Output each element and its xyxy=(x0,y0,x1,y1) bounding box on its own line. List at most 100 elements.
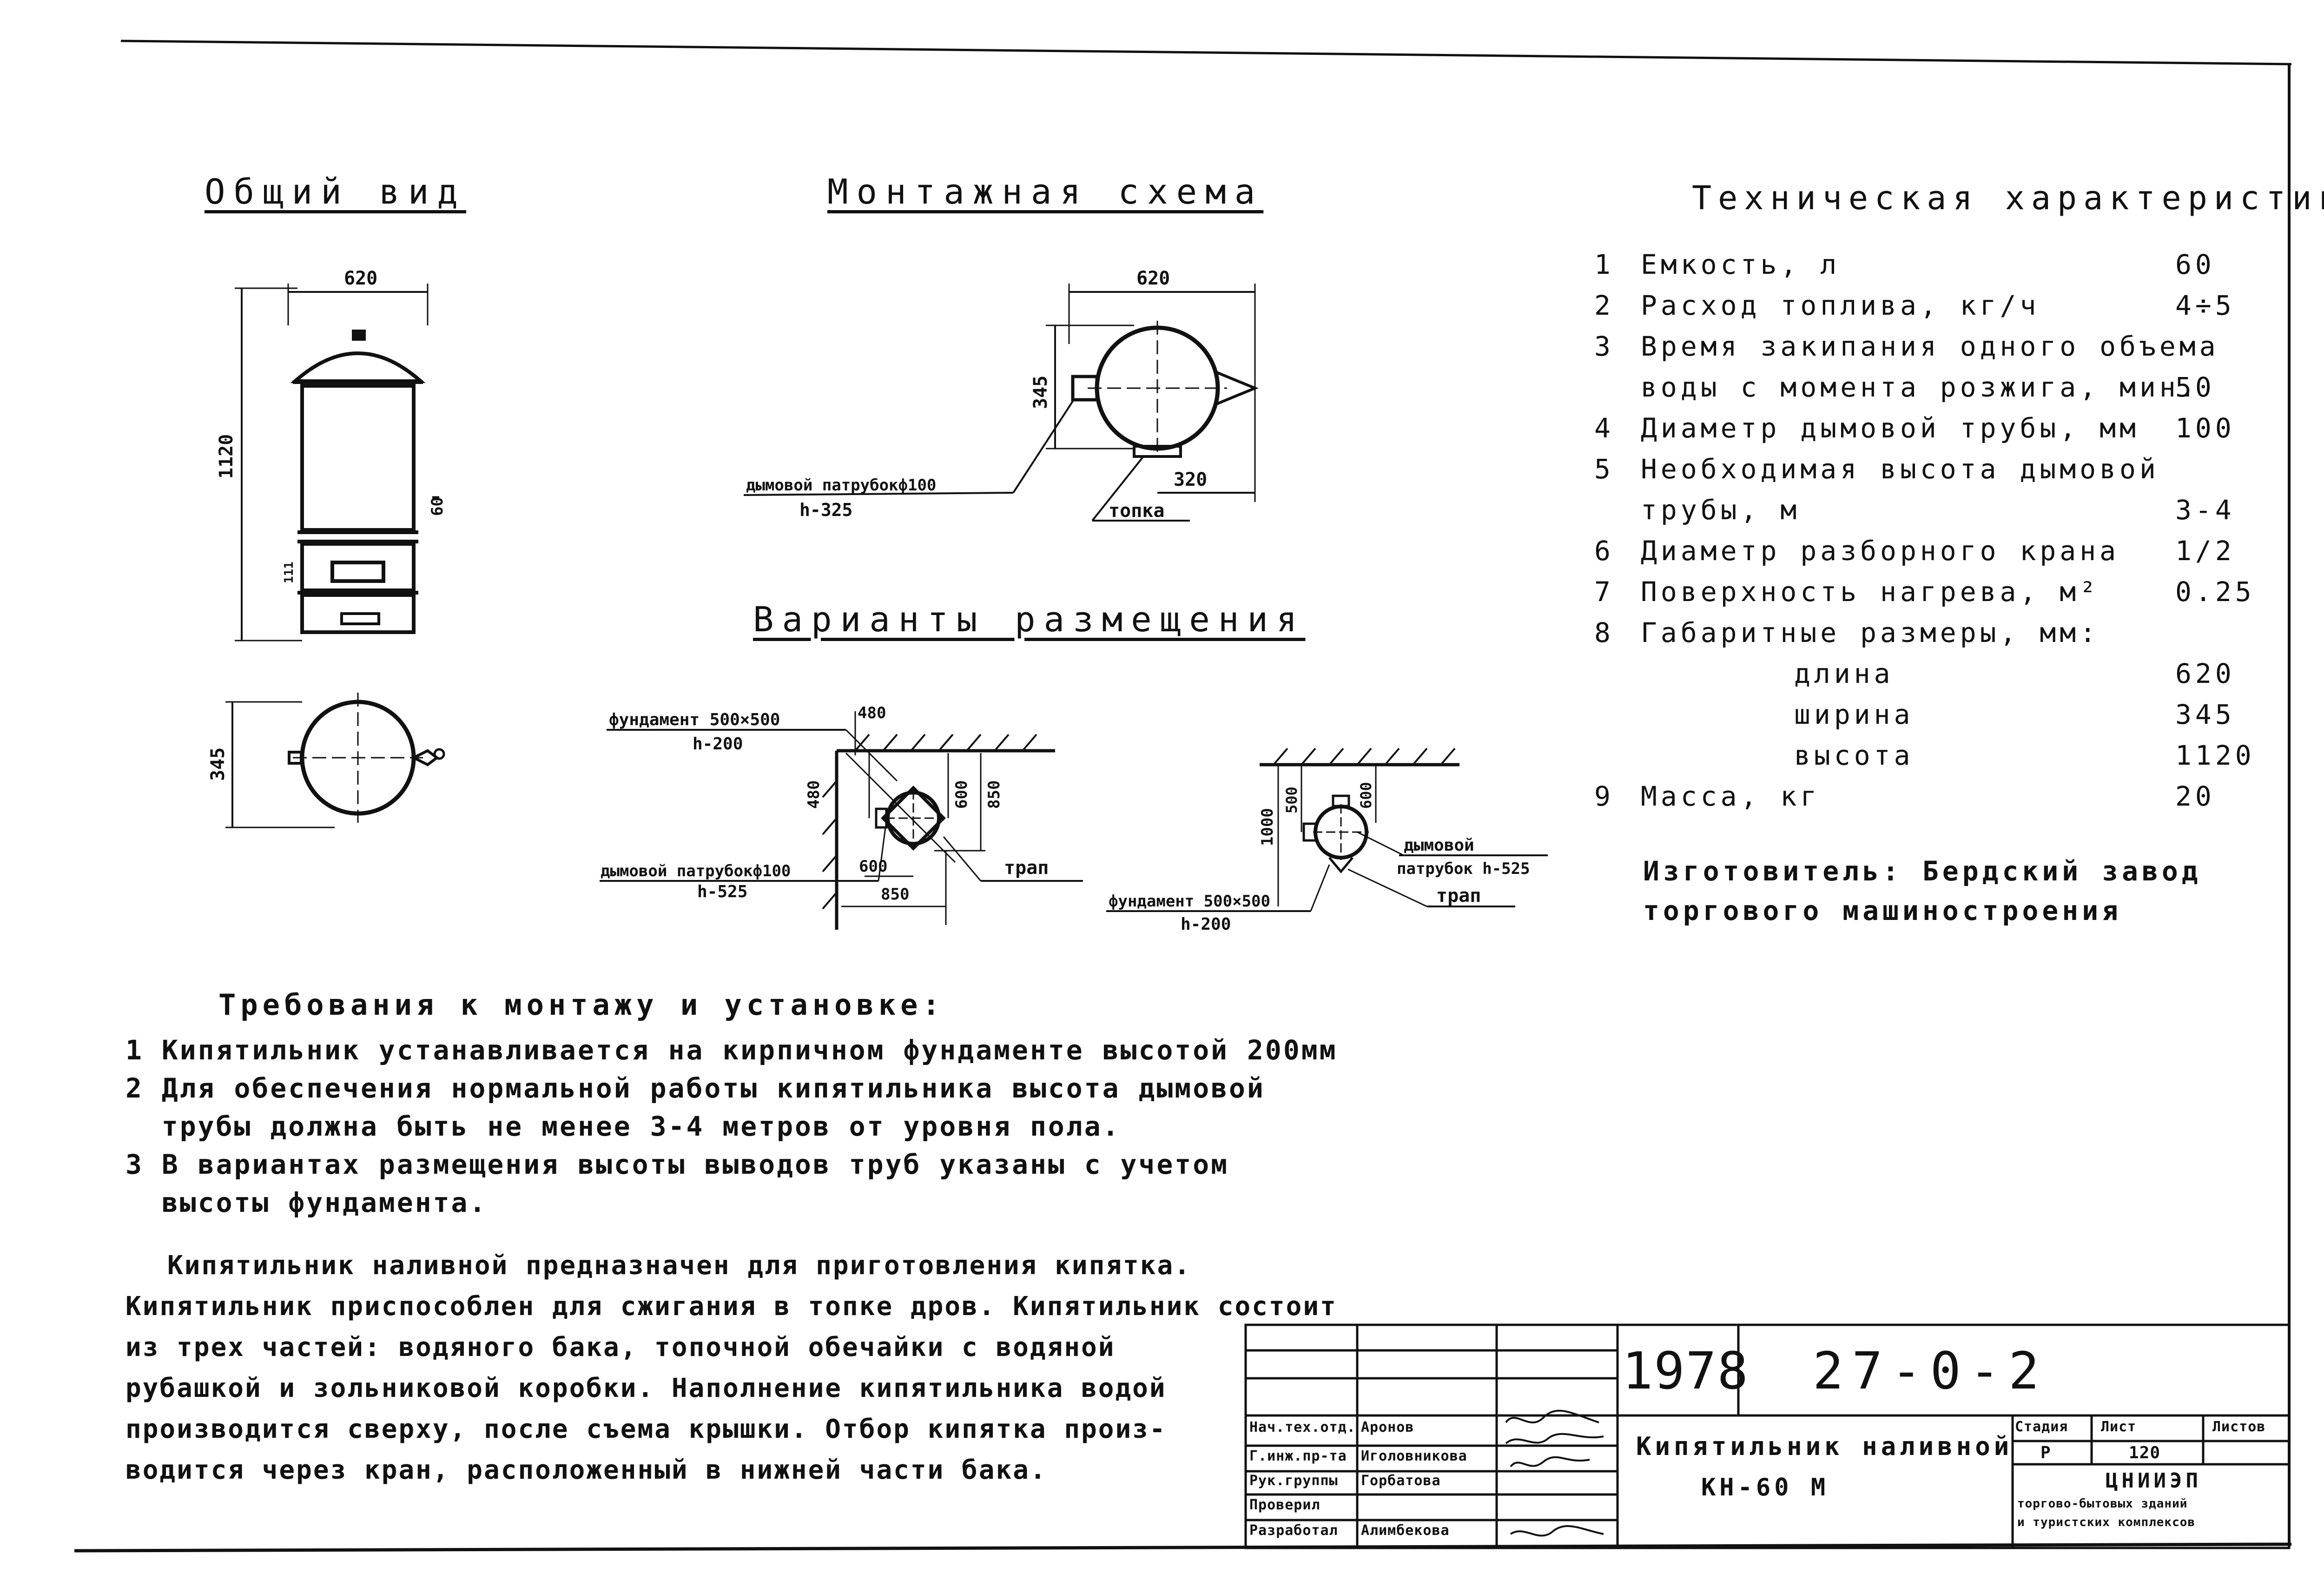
spec-value: 1120 xyxy=(2175,740,2255,771)
spec-label: Габаритные размеры, мм: xyxy=(1641,617,2100,648)
title-block-person: Иголовникова xyxy=(1361,1448,1467,1464)
spec-label: Диаметр разборного крана xyxy=(1641,535,2120,567)
requirement-line: трубы должна быть не менее 3-4 метров от… xyxy=(125,1111,1121,1142)
spec-value: 20 xyxy=(2175,780,2215,812)
title-block-person: Горбатова xyxy=(1361,1473,1441,1489)
ms-dim-offset: 320 xyxy=(1174,469,1207,490)
pv-left-smoke-pipe: дымовой патрубокф100 xyxy=(601,862,791,880)
title-block-sheet-label: Лист xyxy=(2101,1419,2137,1435)
title-general-view: Общий вид xyxy=(205,172,466,212)
spec-num: 3 xyxy=(1594,331,1614,362)
spec-value: 1/2 xyxy=(2175,535,2235,567)
ms-dim-width: 620 xyxy=(1136,268,1170,289)
pv-left-d850a: 850 xyxy=(985,780,1004,809)
requirement-line: высоты фундамента. xyxy=(125,1187,488,1218)
gv-dim-depth: 345 xyxy=(207,747,229,781)
requirement-line: 3 В вариантах размещения высоты выводов … xyxy=(125,1149,1229,1180)
title-placement-variants: Варианты размещения xyxy=(753,600,1306,640)
spec-label: Емкость, л xyxy=(1641,249,1841,280)
title-block-role: Нач.тех.отд. xyxy=(1249,1419,1356,1435)
title-block-year: 1978 xyxy=(1622,1341,1749,1401)
spec-label: Масса, кг xyxy=(1641,780,1821,812)
gv-dim-height: 1120 xyxy=(216,434,237,479)
pv-right-foundation-h: h-200 xyxy=(1181,915,1231,934)
pv-right-d1000: 1000 xyxy=(1258,808,1277,846)
title-block-sheets-label: Листов xyxy=(2212,1419,2266,1435)
spec-label: длина xyxy=(1794,658,1894,689)
pv-right-d600: 600 xyxy=(1357,782,1375,809)
spec-label: Время закипания одного объема xyxy=(1641,331,2219,362)
spec-value: 620 xyxy=(2175,658,2235,689)
title-block-stage-label: Стадия xyxy=(2015,1419,2068,1435)
ms-smoke-pipe: дымовой патрубокф100 xyxy=(746,476,936,495)
pv-left-foundation: фундамент 500×500 xyxy=(609,710,780,729)
description-line: рубашкой и зольниковой коробки. Наполнен… xyxy=(125,1373,1167,1403)
pv-right-smoke-pipe2: патрубок h-525 xyxy=(1397,860,1530,878)
title-block-stage: Р xyxy=(2040,1443,2051,1462)
requirements-title: Требования к монтажу и установке: xyxy=(218,988,944,1022)
title-tech-spec: Техническая характеристика xyxy=(1692,179,2324,217)
title-block-name: Кипятильник наливной xyxy=(1636,1432,2013,1461)
title-block-person: Алимбекова xyxy=(1361,1522,1450,1539)
spec-num: 5 xyxy=(1594,453,1614,485)
spec-value: 100 xyxy=(2175,412,2235,444)
title-block-code: 27-0-2 xyxy=(1813,1341,2048,1401)
spec-value: 345 xyxy=(2175,699,2235,730)
title-block-person: Аронов xyxy=(1361,1419,1414,1435)
pv-left-smoke-pipe-h: h-525 xyxy=(697,882,747,901)
spec-num: 1 xyxy=(1594,249,1614,280)
pv-left-d480b: 480 xyxy=(805,780,823,809)
pv-left-d600a: 600 xyxy=(952,780,971,809)
pv-right-d500: 500 xyxy=(1283,787,1301,813)
spec-label: воды с момента розжига, мин. xyxy=(1641,371,2199,403)
spec-num: 8 xyxy=(1594,617,1614,648)
title-block-role: Проверил xyxy=(1249,1497,1320,1513)
spec-num: 6 xyxy=(1594,535,1614,567)
spec-value: 4÷5 xyxy=(2175,290,2235,321)
description-line: Кипятильник приспособлен для сжигания в … xyxy=(125,1291,1337,1322)
ms-firebox: топка xyxy=(1109,500,1164,522)
title-block-org-1: ЦНИИЭП xyxy=(2106,1469,2202,1493)
pv-right-foundation: фундамент 500×500 xyxy=(1109,892,1270,911)
title-block-sheet: 120 xyxy=(2129,1443,2161,1462)
spec-value: 50 xyxy=(2175,371,2215,403)
spec-label: Расход топлива, кг/ч xyxy=(1641,290,2040,321)
description-line: из трех частей: водяного бака, топочной … xyxy=(125,1332,1116,1362)
title-block-role: Рук.группы xyxy=(1249,1473,1338,1489)
spec-value: 0.25 xyxy=(2175,576,2255,608)
manufacturer-line-2: торгового машиностроения xyxy=(1643,895,2122,926)
pv-left-d600b: 600 xyxy=(859,857,887,876)
title-block-org-2: торгово-бытовых зданий xyxy=(2017,1497,2188,1511)
spec-num: 9 xyxy=(1594,780,1614,812)
pv-left-d480a: 480 xyxy=(858,704,886,722)
title-block-org-3: и туристских комплексов xyxy=(2017,1515,2196,1529)
gv-dim-side-a: 60 xyxy=(428,497,447,516)
requirement-line: 1 Кипятильник устанавливается на кирпичн… xyxy=(125,1034,1338,1066)
spec-label: трубы, м xyxy=(1641,494,1801,526)
title-block-role: Разработал xyxy=(1249,1522,1338,1539)
pv-left-d850b: 850 xyxy=(881,885,909,904)
requirement-line: 2 Для обеспечения нормальной работы кипя… xyxy=(125,1072,1265,1104)
pv-left-trap: трап xyxy=(1004,857,1049,879)
title-block-model: КН-60 М xyxy=(1701,1474,1829,1501)
manufacturer-line-1: Изготовитель: Бердский завод xyxy=(1643,855,2202,887)
ms-smoke-pipe-h: h-325 xyxy=(799,500,852,520)
description-line: водится через кран, расположенный в нижн… xyxy=(125,1455,1047,1485)
spec-num: 7 xyxy=(1594,576,1614,608)
spec-label: Диаметр дымовой трубы, мм xyxy=(1641,412,2139,444)
spec-label: ширина xyxy=(1794,699,1914,730)
gv-dim-width: 620 xyxy=(344,268,377,289)
spec-num: 4 xyxy=(1594,412,1614,444)
pv-left-foundation-h: h-200 xyxy=(693,734,743,754)
gv-dim-side-b: 111 xyxy=(282,562,296,583)
spec-label: Необходимая высота дымовой xyxy=(1641,453,2159,485)
spec-num: 2 xyxy=(1594,290,1614,321)
title-mounting-scheme: Монтажная схема xyxy=(827,172,1264,212)
spec-label: Поверхность нагрева, м² xyxy=(1641,576,2100,608)
